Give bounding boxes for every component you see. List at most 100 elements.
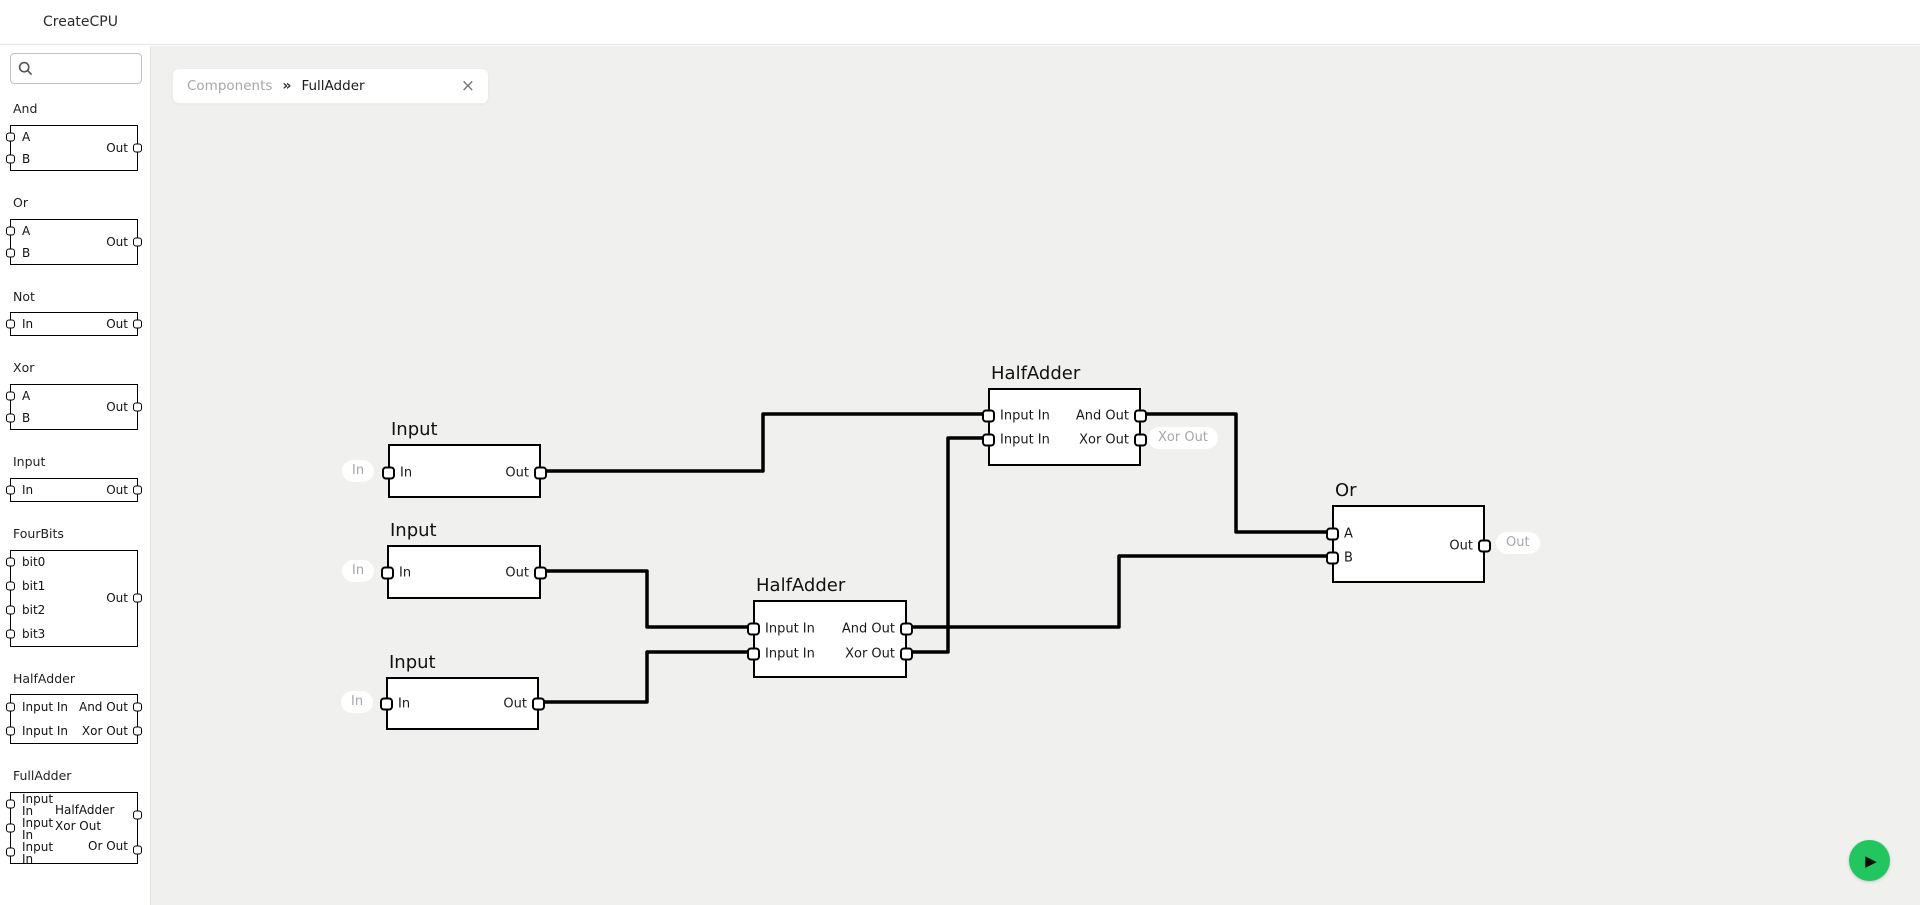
input-port[interactable] — [747, 622, 760, 636]
port-label: In — [399, 565, 412, 581]
node-title: Input — [390, 520, 437, 541]
run-button[interactable]: ▶ — [1849, 840, 1890, 881]
sidebar-item-xor[interactable]: A B Out — [6, 384, 142, 430]
wire[interactable] — [1140, 412, 1332, 534]
port-label: HalfAdder Xor Out — [55, 803, 115, 834]
input-port[interactable] — [1326, 551, 1339, 565]
sidebar-item-fourbits[interactable]: bit0 bit1 bit2 bit3 Out — [6, 549, 142, 647]
search-icon — [18, 61, 33, 76]
port-label: Input In — [1000, 432, 1050, 448]
sidebar-item-input[interactable]: In Out — [6, 477, 142, 502]
node-input-1[interactable]: Input In Out — [382, 419, 547, 498]
port-label: bit3 — [22, 626, 46, 641]
input-port — [6, 581, 15, 591]
port-label: Out — [106, 482, 128, 497]
wire[interactable] — [906, 436, 988, 654]
node-or[interactable]: Or A B Out — [1326, 480, 1491, 583]
node-input-3[interactable]: Input In Out — [380, 652, 545, 730]
wire[interactable] — [541, 569, 753, 629]
port-label: Out — [1449, 538, 1473, 554]
close-icon[interactable]: × — [460, 75, 475, 96]
sidebar-item-and[interactable]: A B Out — [6, 124, 142, 171]
node-title: Input — [389, 652, 436, 673]
breadcrumb-current: FullAdder — [301, 78, 365, 94]
input-port[interactable] — [380, 697, 393, 711]
input-port[interactable] — [381, 566, 394, 580]
port-label: bit2 — [22, 602, 46, 617]
node-halfadder-bottom[interactable]: HalfAdder Input In Input In And Out Xor … — [747, 575, 913, 678]
port-label: Input In — [22, 840, 54, 866]
input-port — [6, 248, 15, 257]
port-label: Xor Out — [81, 724, 128, 739]
port-label: In — [400, 465, 413, 481]
sidebar-item-or[interactable]: A B Out — [6, 218, 142, 265]
output-port — [133, 593, 142, 603]
component-sidebar: And A B Out Or A B Out Not In Out — [0, 46, 151, 905]
output-port — [133, 237, 142, 246]
input-port — [6, 319, 15, 329]
node-title: HalfAdder — [991, 363, 1081, 384]
port-label: Input In — [22, 724, 69, 739]
port-label: Input In — [1000, 408, 1050, 424]
output-port — [133, 810, 142, 820]
circuit-canvas[interactable]: Components » FullAdder × Input In Out In… — [151, 46, 1920, 905]
wire[interactable] — [540, 650, 753, 704]
input-port[interactable] — [747, 647, 760, 661]
sidebar-item-not[interactable]: In Out — [6, 312, 142, 337]
input-port — [6, 847, 15, 857]
output-port — [133, 143, 142, 153]
port-label: Out — [505, 565, 529, 581]
node-halfadder-top[interactable]: HalfAdder Input In Input In And Out Xor … — [982, 363, 1147, 466]
external-pin-label: In — [342, 460, 375, 482]
sidebar-item-input-label: Input — [13, 454, 46, 469]
output-port — [133, 485, 142, 495]
port-label: B — [1344, 550, 1353, 566]
input-port — [6, 557, 15, 567]
input-port[interactable] — [982, 409, 995, 423]
input-port — [6, 702, 15, 712]
input-port — [6, 413, 15, 423]
output-port[interactable] — [1134, 433, 1147, 447]
input-port — [6, 823, 15, 833]
input-port — [6, 485, 15, 495]
sidebar-item-fulladder[interactable]: Input In Input In Input In HalfAdder Xor… — [6, 792, 142, 866]
port-label: And Out — [1075, 408, 1129, 424]
output-port[interactable] — [532, 697, 545, 711]
output-port[interactable] — [534, 466, 547, 480]
output-port[interactable] — [900, 622, 913, 636]
port-label: Out — [106, 317, 128, 332]
input-port[interactable] — [982, 433, 995, 447]
external-pin-label: In — [341, 691, 374, 713]
port-label: bit1 — [22, 579, 46, 594]
output-port[interactable] — [1134, 409, 1147, 423]
sidebar-item-not-label: Not — [13, 288, 35, 304]
node-title: HalfAdder — [756, 575, 846, 596]
app-title: CreateCPU — [43, 14, 118, 30]
sidebar-item-halfadder[interactable]: Input In Input In And Out Xor Out — [6, 694, 142, 745]
sidebar-item-or-label: Or — [13, 194, 28, 210]
breadcrumb-root[interactable]: Components — [187, 78, 273, 94]
output-port[interactable] — [900, 647, 913, 661]
port-label: Input In — [22, 792, 54, 818]
wire[interactable] — [906, 554, 1332, 629]
output-port — [133, 845, 142, 855]
search-input[interactable] — [10, 53, 142, 84]
input-port[interactable] — [1326, 527, 1339, 541]
sidebar-item-halfadder-label: HalfAdder — [13, 670, 75, 686]
output-port — [133, 319, 142, 329]
port-label: And Out — [841, 621, 895, 637]
node-input-2[interactable]: Input In Out — [381, 520, 547, 599]
port-label: B — [22, 151, 31, 166]
port-label: Input In — [22, 816, 54, 842]
wire[interactable] — [540, 412, 988, 473]
port-label: In — [398, 696, 411, 712]
sidebar-item-fourbits-label: FourBits — [13, 525, 64, 541]
port-label: Xor Out — [1079, 432, 1129, 448]
output-port[interactable] — [534, 566, 547, 580]
port-label: Input In — [765, 621, 815, 637]
port-label: B — [22, 245, 31, 260]
input-port[interactable] — [382, 466, 395, 480]
editor-tab[interactable]: Components » FullAdder × — [173, 69, 488, 103]
input-port — [6, 226, 15, 235]
output-port[interactable] — [1478, 539, 1491, 553]
